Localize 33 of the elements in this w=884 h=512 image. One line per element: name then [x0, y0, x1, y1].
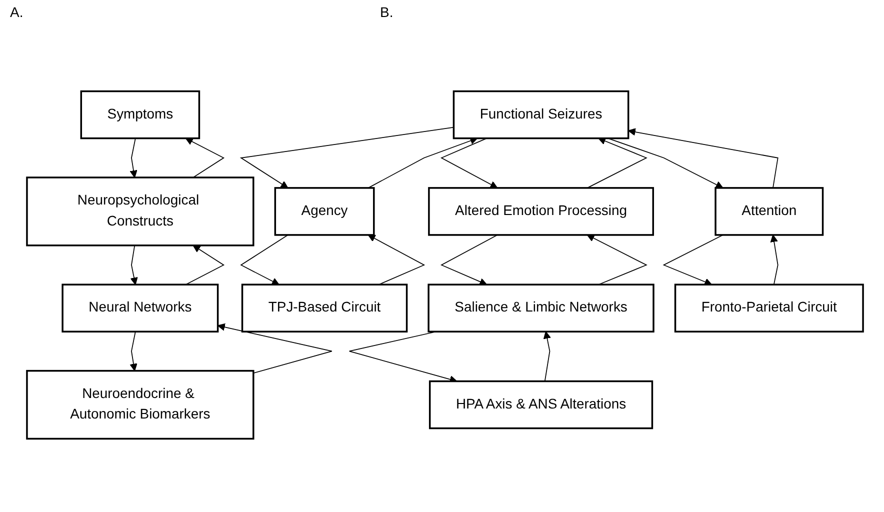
node-box: Salience & Limbic Networks — [428, 284, 654, 332]
arrow — [240, 126, 454, 188]
arrow — [586, 137, 648, 188]
arrow — [608, 138, 724, 188]
arrow — [543, 331, 551, 382]
node-box: Neuropsychological Constructs — [26, 176, 254, 246]
arrow — [130, 331, 138, 372]
node-box: HPA Axis & ANS Alterations — [428, 380, 654, 430]
panel-label: A. — [10, 4, 24, 20]
node-box: Symptoms — [80, 90, 200, 140]
arrow — [185, 245, 225, 286]
node-box: Neural Networks — [62, 284, 219, 332]
arrow — [240, 234, 288, 285]
arrow — [368, 234, 426, 286]
panel-label: B. — [380, 4, 394, 20]
node-box: Functional Seizures — [452, 90, 630, 140]
arrow — [368, 137, 478, 188]
arrow — [130, 138, 138, 178]
arrow — [217, 323, 332, 374]
arrow — [440, 138, 498, 188]
node-box: Neuroendocrine & Autonomic Biomarkers — [26, 370, 254, 440]
arrow — [440, 234, 498, 286]
arrow — [662, 234, 724, 286]
node-box: Altered Emotion Processing — [428, 187, 654, 236]
node-box: Attention — [714, 187, 824, 236]
arrow — [770, 234, 778, 286]
arrow — [185, 138, 225, 178]
node-box: TPJ-Based Circuit — [241, 284, 408, 332]
arrow — [628, 128, 778, 188]
arrow — [130, 244, 138, 285]
arrow — [586, 234, 648, 286]
node-box: Agency — [274, 187, 375, 236]
node-box: Fronto-Parietal Circuit — [674, 284, 864, 332]
